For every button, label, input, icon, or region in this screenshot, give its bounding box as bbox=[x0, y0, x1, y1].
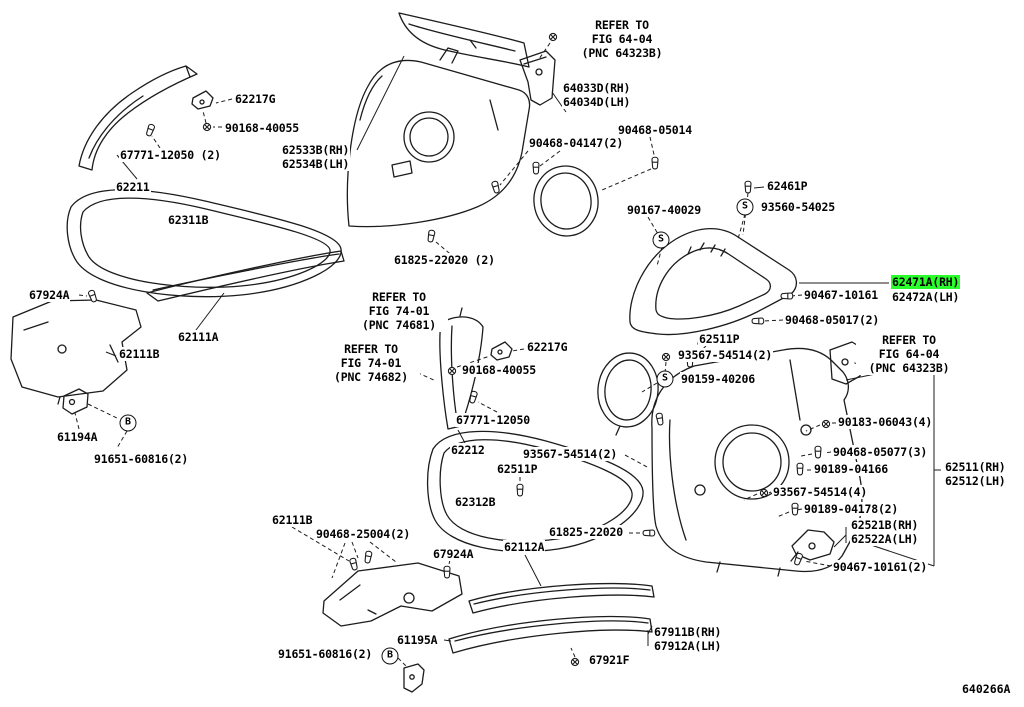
label-67911b-67912a[interactable]: 67911B(RH) 67912A(LH) bbox=[653, 625, 723, 653]
label-90468-05017[interactable]: 90468-05017(2) bbox=[784, 313, 881, 327]
label-93567-54514-2a[interactable]: 93567-54514(2) bbox=[677, 348, 774, 362]
label-91651-60816-lower[interactable]: 91651-60816(2) bbox=[277, 647, 374, 661]
ref-fig74-01-b: REFER TO FIG 74-01 (PNC 74682) bbox=[322, 342, 420, 384]
label-67921f[interactable]: 67921F bbox=[588, 653, 631, 667]
label-90189-04178[interactable]: 90189-04178(2) bbox=[803, 502, 900, 516]
label-67771-12050-upper[interactable]: 67771-12050 (2) bbox=[119, 148, 222, 162]
label-62511-62512[interactable]: 62511(RH) 62512(LH) bbox=[944, 460, 1007, 488]
label-64033d-64034d[interactable]: 64033D(RH) 64034D(LH) bbox=[562, 81, 632, 109]
label-62521b-62522a[interactable]: 62521B(RH) 62522A(LH) bbox=[850, 518, 920, 546]
label-90468-25004[interactable]: 90468-25004(2) bbox=[315, 527, 412, 541]
label-93560-54025[interactable]: 93560-54025 bbox=[760, 200, 836, 214]
label-62111b-front[interactable]: 62111B bbox=[118, 347, 161, 361]
label-61825-22020-front[interactable]: 61825-22020 (2) bbox=[393, 253, 496, 267]
label-67771-12050-lower[interactable]: 67771-12050 bbox=[455, 413, 531, 427]
drawing-number: 640266A bbox=[962, 682, 1011, 696]
label-90468-05014[interactable]: 90468-05014 bbox=[617, 123, 693, 137]
label-61825-22020-rear[interactable]: 61825-22020 bbox=[548, 525, 624, 539]
label-62471a[interactable]: 62471A(RH) bbox=[891, 275, 961, 289]
label-67924a-front[interactable]: 67924A bbox=[28, 288, 71, 302]
callout-b-61194: B bbox=[119, 414, 137, 432]
label-62112a[interactable]: 62112A bbox=[503, 540, 546, 554]
label-62111a[interactable]: 62111A bbox=[177, 330, 220, 344]
label-90468-04147[interactable]: 90468-04147(2) bbox=[528, 136, 625, 150]
label-62511p-lower[interactable]: 62511P bbox=[496, 462, 539, 476]
label-62533b-62534b[interactable]: 62533B(RH) 62534B(LH) bbox=[281, 143, 351, 171]
label-62461p[interactable]: 62461P bbox=[766, 179, 809, 193]
label-90159-40206[interactable]: 90159-40206 bbox=[680, 372, 756, 386]
label-67924a-rear[interactable]: 67924A bbox=[432, 547, 475, 561]
label-90467-10161-upper[interactable]: 90467-10161 bbox=[803, 288, 879, 302]
label-62472a[interactable]: 62472A(LH) bbox=[891, 290, 961, 304]
label-93567-54514-2b[interactable]: 93567-54514(2) bbox=[522, 447, 619, 461]
ref-fig64-04-top: REFER TO FIG 64-04 (PNC 64323B) bbox=[566, 18, 678, 60]
label-62212[interactable]: 62212 bbox=[450, 443, 486, 457]
label-62511p-upper[interactable]: 62511P bbox=[698, 332, 741, 346]
label-62311b[interactable]: 62311B bbox=[167, 213, 210, 227]
label-93567-54514-4[interactable]: 93567-54514(4) bbox=[772, 485, 869, 499]
label-90467-10161-lower[interactable]: 90467-10161(2) bbox=[832, 560, 929, 574]
label-90168-40055-upper[interactable]: 90168-40055 bbox=[224, 121, 300, 135]
label-90167-40029[interactable]: 90167-40029 bbox=[626, 203, 702, 217]
label-90468-05077[interactable]: 90468-05077(3) bbox=[832, 445, 929, 459]
label-61195a[interactable]: 61195A bbox=[396, 633, 439, 647]
label-62312b[interactable]: 62312B bbox=[454, 495, 497, 509]
label-61194a[interactable]: 61194A bbox=[56, 430, 99, 444]
label-62211[interactable]: 62211 bbox=[115, 180, 151, 194]
label-90183-06043[interactable]: 90183-06043(4) bbox=[837, 415, 934, 429]
callout-b-91651: B bbox=[381, 647, 399, 665]
callout-s-93560: S bbox=[736, 198, 754, 216]
label-90189-04166[interactable]: 90189-04166 bbox=[813, 462, 889, 476]
callout-s-90159: S bbox=[656, 370, 674, 388]
label-90168-40055-lower[interactable]: 90168-40055 bbox=[461, 363, 537, 377]
ref-fig64-04-right: REFER TO FIG 64-04 (PNC 64323B) bbox=[856, 333, 962, 375]
label-62111b-rear[interactable]: 62111B bbox=[271, 513, 314, 527]
label-62217g-upper[interactable]: 62217G bbox=[234, 92, 277, 106]
label-62217g-lower[interactable]: 62217G bbox=[526, 340, 569, 354]
callout-s-90167: S bbox=[652, 231, 670, 249]
label-91651-60816-upper[interactable]: 91651-60816(2) bbox=[93, 452, 190, 466]
ref-fig74-01-a: REFER TO FIG 74-01 (PNC 74681) bbox=[350, 290, 448, 332]
